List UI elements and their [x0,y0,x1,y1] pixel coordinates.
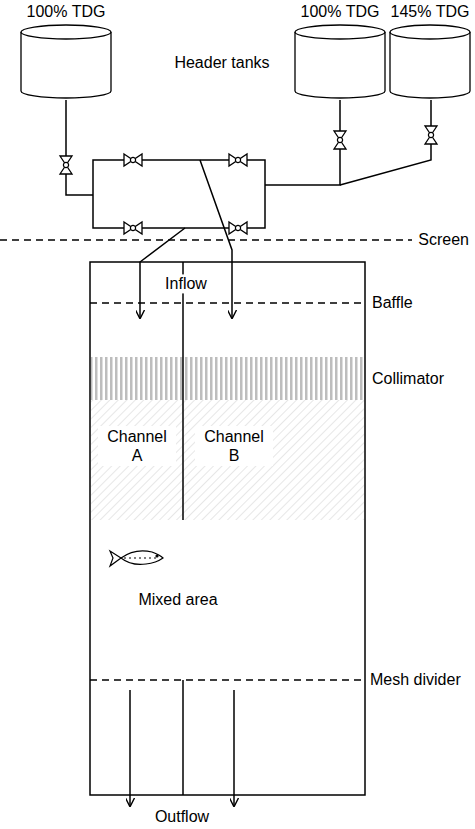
outflow-divider [182,680,184,795]
channel-label: Channel B [195,426,273,466]
channel-label: Channel A [98,426,176,466]
header-tanks-label: Header tanks [174,53,269,72]
screen-line [0,239,412,240]
channel-region: Channel A [91,400,183,520]
mesh-divider-line [90,679,365,680]
header-tank: 100% TDG [292,2,388,102]
tank-outline [20,24,112,100]
mesh-divider-label: Mesh divider [370,670,461,689]
pipe-network [66,100,431,318]
tank-label: 100% TDG [27,2,106,21]
tank-outline [294,24,386,100]
tank-label: 100% TDG [301,2,380,21]
tank-label: 145% TDG [391,2,470,21]
baffle-label: Baffle [372,293,413,312]
channel-divider [182,262,184,520]
mixed-area-label: Mixed area [138,590,217,609]
fish-icon [110,551,163,566]
collimator-region [91,357,364,400]
outflow-arrows [130,690,234,806]
outflow-label: Outflow [155,807,209,826]
header-tank: 145% TDG [387,2,473,102]
tank-outline [389,24,471,100]
channel-a-hatch [91,400,183,520]
channel-b-hatch [183,400,364,520]
inflow-label: Inflow [162,274,210,293]
channel-region: Channel B [183,400,364,520]
baffle-line [90,302,365,303]
screen-label: Screen [415,230,472,249]
flume-outline [90,262,365,795]
collimator-label: Collimator [372,369,444,388]
valve-symbols [60,126,437,234]
header-tank: 100% TDG [18,2,114,102]
